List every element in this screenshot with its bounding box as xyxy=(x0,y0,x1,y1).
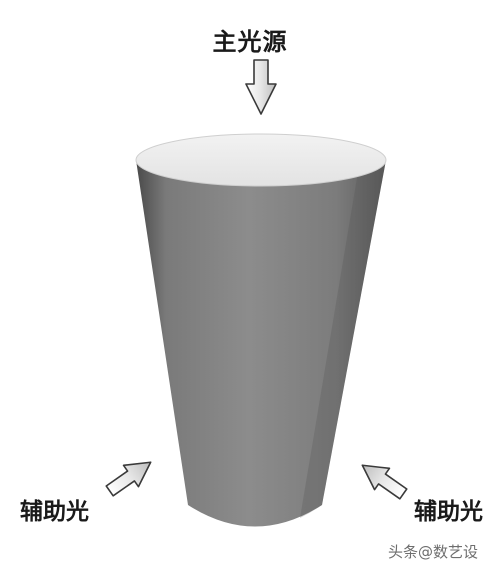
fill-light-right-label: 辅助光 xyxy=(414,499,483,525)
watermark-text: 头条@数艺设 xyxy=(387,543,478,561)
main-light-label: 主光源 xyxy=(212,28,288,56)
fill-light-left-label: 辅助光 xyxy=(20,499,89,525)
main-light-arrow-icon xyxy=(245,59,277,115)
fill-light-right-arrow-icon xyxy=(361,464,408,500)
cone-body xyxy=(136,160,386,527)
fill-light-left-arrow-icon xyxy=(105,461,152,497)
cone-top-face xyxy=(135,133,387,187)
cone-right-shade xyxy=(300,160,386,518)
